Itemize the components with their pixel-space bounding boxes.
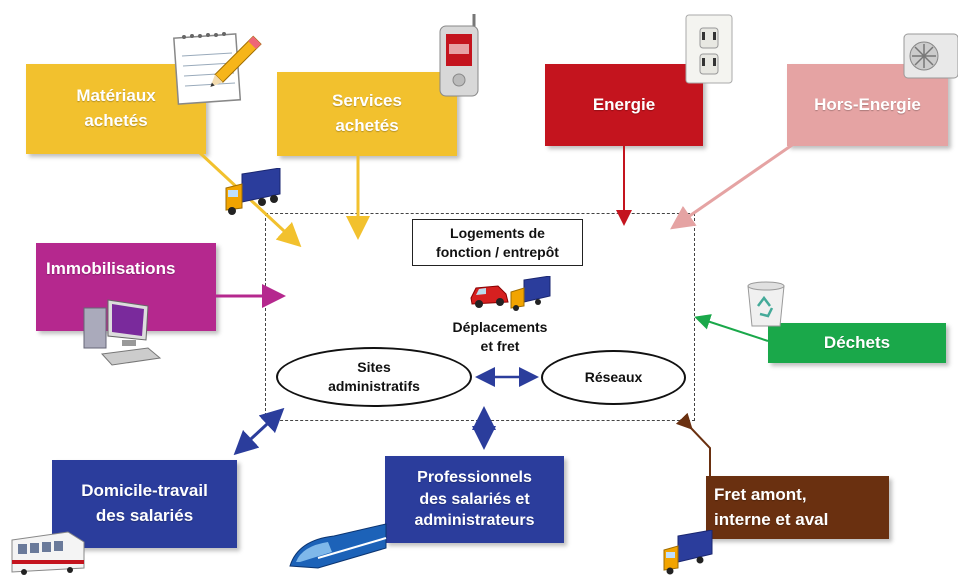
mobile-phone-icon [439, 14, 479, 97]
truck-icon [225, 168, 281, 215]
air-conditioner-icon [903, 33, 958, 79]
truck-icon [663, 530, 713, 575]
deplacements-label: Déplacements et fret [452, 319, 548, 354]
truck-icon [510, 276, 551, 311]
domicile-travail-box: Domicile-travail des salariés [52, 460, 237, 548]
arrow-fret [675, 412, 711, 476]
notepad-pencil-icon [173, 32, 262, 105]
reseaux-oval: Réseaux [541, 350, 686, 405]
car-icon [470, 285, 509, 308]
logements-box: Logements de fonction / entrepôt [412, 219, 583, 266]
power-outlet-icon [685, 14, 733, 84]
dechets-box: Déchets [768, 323, 946, 363]
bus-icon [11, 531, 85, 575]
computer-icon [83, 299, 162, 366]
sites-administratifs-oval: Sites administratifs [276, 347, 472, 407]
train-icon [289, 523, 387, 569]
services-achetes-box: Services achetés [277, 72, 457, 156]
recycle-bin-icon [747, 281, 785, 327]
energie-box: Energie [545, 64, 703, 146]
professionnels-box: Professionnels des salariés et administr… [385, 456, 564, 543]
fret-box: Fret amont, interne et aval [706, 476, 889, 539]
